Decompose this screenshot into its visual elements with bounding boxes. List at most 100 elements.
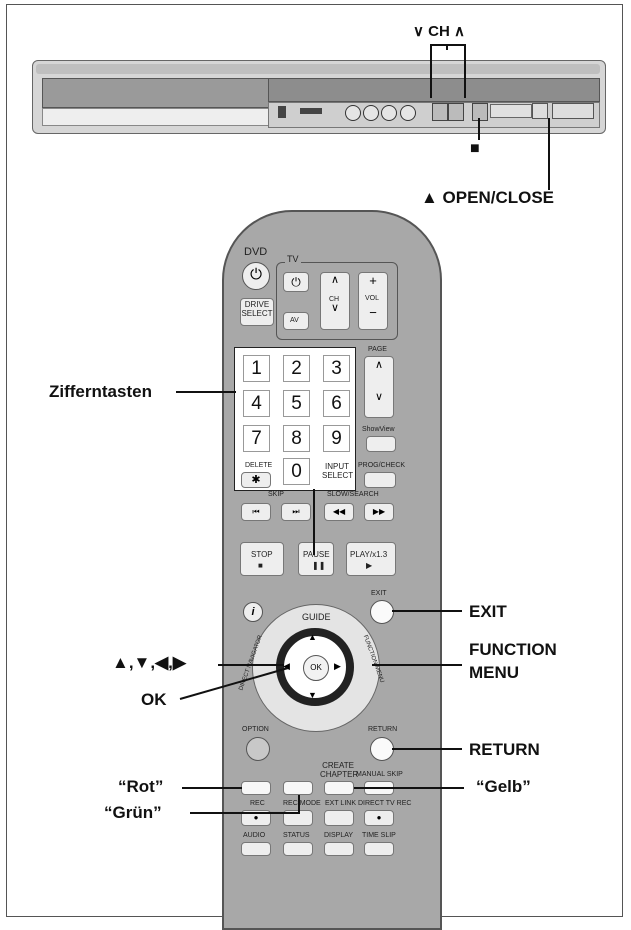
cursor-up-button[interactable]: ▲ — [308, 632, 317, 642]
av-label: AV — [290, 317, 299, 324]
delete-label: DELETE — [245, 462, 273, 469]
number-key-1[interactable]: 1 — [243, 355, 270, 382]
return-callout: RETURN — [469, 740, 540, 759]
display-label: DISPLAY — [324, 832, 354, 839]
function-menu-callout-line2: MENU — [469, 663, 520, 682]
stop-icon: ■ — [258, 561, 263, 570]
return-button[interactable] — [370, 737, 394, 761]
stop-button[interactable] — [240, 542, 284, 576]
audio-label: AUDIO — [243, 832, 266, 839]
show-view-button[interactable] — [366, 436, 396, 452]
number-key-6[interactable]: 6 — [323, 390, 350, 417]
create-chapter-label: CREATE CHAPTER — [320, 761, 359, 779]
ok-callout: OK — [141, 690, 167, 709]
number-key-2[interactable]: 2 — [283, 355, 310, 382]
time-slip-label: TIME SLIP — [362, 832, 396, 839]
number-key-3[interactable]: 3 — [323, 355, 350, 382]
number-key-0[interactable]: 0 — [283, 458, 310, 485]
return-leader-line — [392, 748, 462, 750]
ch-callout-bracket — [430, 44, 466, 98]
show-view-label: ShowView — [362, 426, 395, 433]
stop-label: STOP — [251, 550, 273, 559]
green-button[interactable] — [283, 781, 313, 795]
exit-button[interactable] — [370, 600, 394, 624]
slow-search-forward-button[interactable]: ▶▶ — [364, 503, 394, 521]
number-key-9[interactable]: 9 — [323, 425, 350, 452]
option-button[interactable] — [246, 737, 270, 761]
page-label: PAGE — [368, 346, 387, 353]
tv-ch-label: CH — [329, 296, 340, 303]
cursor-left-button[interactable]: ◀ — [283, 661, 290, 671]
info-button[interactable]: i — [243, 602, 263, 622]
green-leader-line — [190, 812, 300, 814]
tv-vol-label: VOL — [365, 295, 380, 302]
tv-label: TV — [285, 254, 301, 264]
cursor-down-button[interactable]: ▼ — [308, 690, 317, 700]
manual-skip-label: MANUAL SKIP — [356, 771, 403, 778]
yellow-button[interactable] — [324, 781, 354, 795]
stop-callout-line — [478, 118, 480, 140]
numbers-leader-line — [176, 391, 236, 393]
status-button[interactable] — [283, 842, 313, 856]
skip-forward-button[interactable]: ⏭ — [281, 503, 311, 521]
tv-vol-rocker[interactable]: +− — [358, 272, 388, 330]
cursor-right-button[interactable]: ▶ — [334, 661, 341, 671]
number-key-4[interactable]: 4 — [243, 390, 270, 417]
ext-link-button[interactable] — [324, 810, 354, 826]
red-button[interactable] — [241, 781, 271, 795]
av-button[interactable] — [283, 312, 309, 330]
direct-tv-rec-label: DIRECT TV REC — [358, 800, 412, 807]
number-key-5[interactable]: 5 — [283, 390, 310, 417]
arrows-leader-line — [218, 664, 284, 666]
number-key-8[interactable]: 8 — [283, 425, 310, 452]
delete-button[interactable]: ✱ — [241, 472, 271, 488]
option-label: OPTION — [242, 726, 269, 733]
exit-callout: EXIT — [469, 602, 507, 621]
yellow-leader-line — [354, 787, 464, 789]
disc-tray — [42, 78, 269, 108]
open-close-callout-line — [548, 118, 550, 190]
deck-open-close-label: ▲ OPEN/CLOSE — [421, 188, 555, 207]
zero-leader-line — [313, 489, 315, 555]
drive-select-button[interactable] — [240, 298, 274, 326]
deck-stop-button[interactable] — [472, 103, 488, 121]
play-button[interactable] — [346, 542, 396, 576]
deck-stop-label: ■ — [470, 140, 480, 157]
skip-back-button[interactable]: ⏮ — [241, 503, 271, 521]
exit-label: EXIT — [371, 590, 387, 597]
rec-button[interactable]: ● — [241, 810, 271, 826]
time-slip-button[interactable] — [364, 842, 394, 856]
skip-label: SKIP — [268, 491, 284, 498]
green-callout: “Grün” — [104, 803, 162, 822]
tv-button-group — [276, 262, 398, 340]
ch-down-button[interactable] — [432, 103, 448, 121]
prog-check-button[interactable] — [364, 472, 396, 488]
direct-tv-rec-button[interactable]: ● — [364, 810, 394, 826]
number-key-7[interactable]: 7 — [243, 425, 270, 452]
status-label: STATUS — [283, 832, 310, 839]
tv-power-button[interactable]: ⏻ — [283, 272, 309, 292]
pause-button[interactable] — [298, 542, 334, 576]
deck-ch-label: ∨ CH ∧ — [413, 23, 465, 40]
ok-button[interactable]: OK — [303, 655, 329, 681]
page-rocker[interactable]: ∧∨ — [364, 356, 394, 418]
slow-search-back-button[interactable]: ◀◀ — [324, 503, 354, 521]
tv-ch-rocker[interactable]: ∧∨ — [320, 272, 350, 330]
rec-mode-label: REC MODE — [283, 800, 321, 807]
display-button[interactable] — [324, 842, 354, 856]
arrows-callout: ▲,▼,◀,▶ — [112, 653, 186, 672]
drive-select-label: DRIVE SELECT — [241, 300, 273, 318]
numbers-callout: Zifferntasten — [49, 382, 152, 401]
audio-button[interactable] — [241, 842, 271, 856]
pause-label: PAUSE — [303, 550, 330, 559]
red-callout: “Rot” — [118, 777, 164, 796]
open-close-button[interactable] — [552, 103, 594, 119]
pause-icon: ❚❚ — [312, 561, 326, 570]
function-menu-leader-line — [372, 664, 462, 666]
ch-up-button[interactable] — [448, 103, 464, 121]
prog-check-label: PROG/CHECK — [358, 462, 406, 469]
red-leader-line — [182, 787, 242, 789]
rec-label: REC — [250, 800, 265, 807]
dvd-label: DVD — [244, 246, 268, 258]
dvd-power-button[interactable]: ⏻ — [242, 262, 270, 290]
